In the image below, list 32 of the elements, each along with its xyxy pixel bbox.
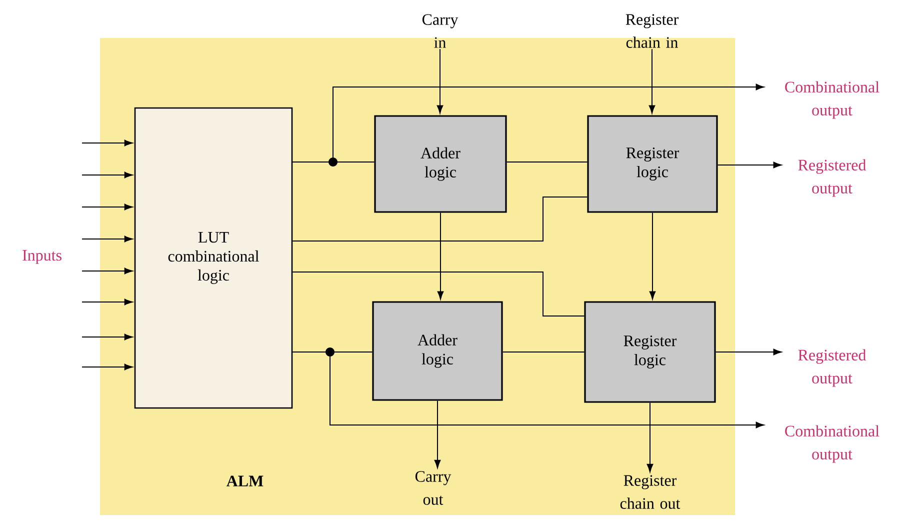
connector-arrow: [82, 268, 133, 274]
inputs-label: Inputs: [22, 250, 62, 264]
output-label: Registered output: [798, 159, 866, 197]
connector-arrow: [82, 204, 133, 210]
connector-arrow: [82, 364, 133, 370]
output-label: Combinational output: [785, 81, 880, 119]
output-label: Registered output: [798, 349, 866, 387]
logic-box: Adder logic: [372, 301, 503, 401]
connector-arrow: [646, 402, 654, 472]
signal-label: Register chain out: [620, 475, 680, 509]
connector-arrow: [436, 48, 444, 114]
connector-arrow: [82, 298, 133, 306]
lut-box: LUT combinational logic: [134, 107, 293, 409]
signal-label: Carry out: [415, 471, 452, 505]
signal-label: Carry in: [422, 14, 458, 48]
connector-arrow: [648, 48, 656, 114]
connector-arrow: [82, 172, 133, 178]
connector-arrow: [649, 212, 656, 300]
connector-arrow: [717, 162, 782, 168]
connector-arrow: [82, 236, 133, 242]
connector-arrow: [437, 212, 444, 300]
connector-arrow: [292, 352, 764, 428]
output-label: Combinational output: [785, 425, 880, 463]
logic-box: Register logic: [584, 301, 716, 403]
signal-label: Register chain in: [626, 14, 679, 48]
connector-arrow: [82, 334, 133, 340]
connector-arrow: [434, 400, 441, 468]
connector-arrow: [292, 84, 764, 162]
logic-box: Register logic: [587, 115, 718, 213]
connector-arrow: [82, 140, 133, 146]
connector-arrow: [715, 348, 782, 356]
logic-box: Adder logic: [374, 115, 507, 213]
